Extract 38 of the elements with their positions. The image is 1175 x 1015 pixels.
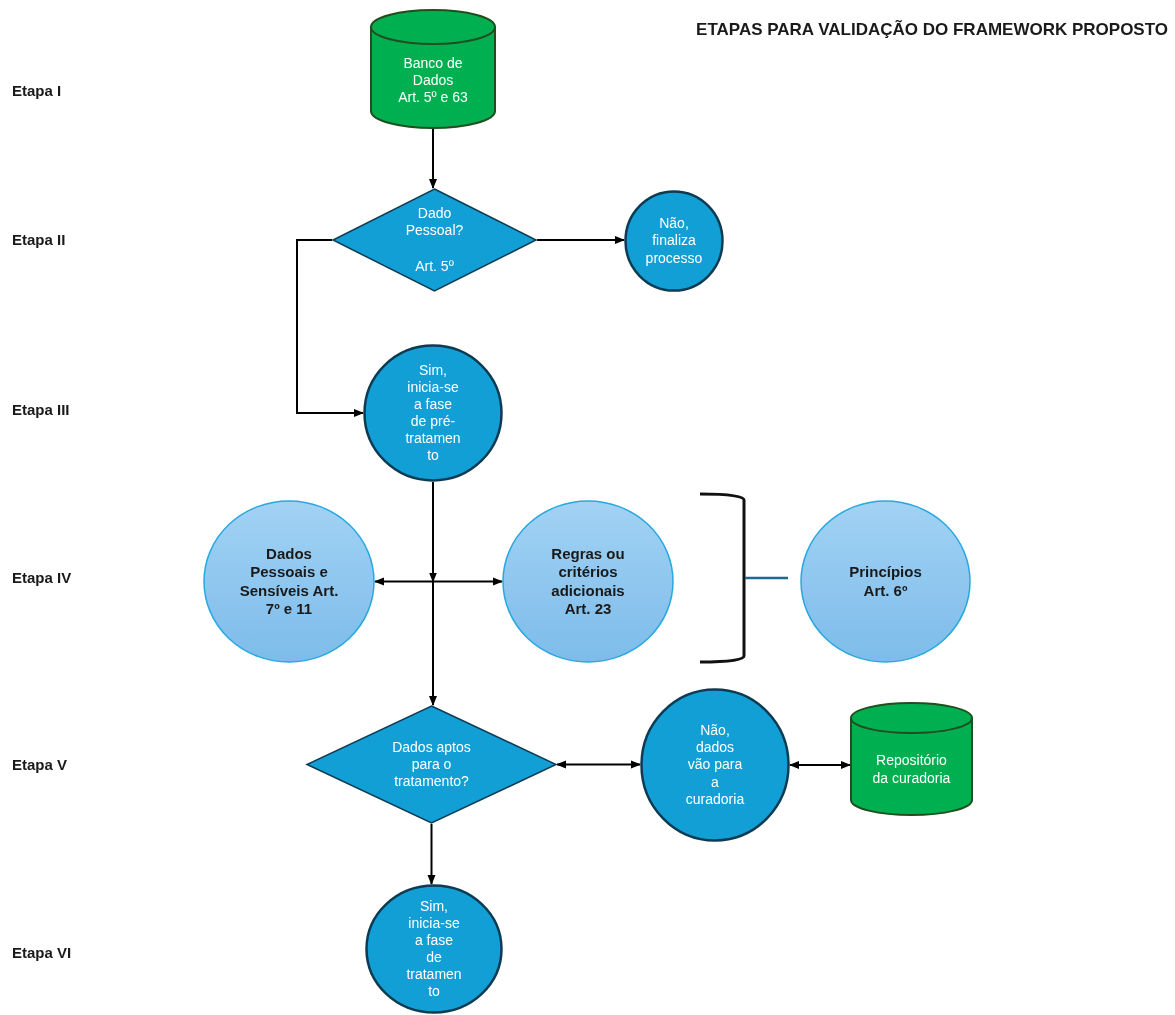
stage-label: Etapa I <box>12 82 62 99</box>
process-circle <box>640 688 790 842</box>
node-text: Regras ou critérios adicionais Art. 23 <box>550 544 626 619</box>
decision-diamond <box>306 705 557 824</box>
node-text: Banco de Dados <box>402 55 464 90</box>
decision-diamond <box>332 188 537 292</box>
node-text: Repositório da curadoria <box>871 752 952 787</box>
diagram-title: ETAPAS PARA VALIDAÇÃO DO FRAMEWORK PROPOSTO <box>696 20 1168 40</box>
arrow <box>789 761 851 769</box>
node-text: Dados Pessoais e Sensíveis Art. 7º e 11 <box>238 544 340 619</box>
node-text: Sim, inicia-se a fase de pré- tratamen to <box>404 361 462 465</box>
database-cylinder <box>850 703 973 815</box>
arrow <box>536 236 625 244</box>
process-circle <box>363 344 503 482</box>
process-circle <box>203 500 375 663</box>
node-text: Não, finaliza processo <box>644 215 704 267</box>
process-circle <box>800 500 971 663</box>
arrow <box>429 481 437 706</box>
process-circle <box>624 190 724 292</box>
node-text: Dados aptos para o tratamento? <box>391 738 472 791</box>
node-text: Dado Pessoal? <box>404 205 465 240</box>
stage-label: Etapa IV <box>12 569 72 586</box>
arrow <box>556 760 641 769</box>
node-text: Art. 5º <box>415 257 454 275</box>
arrow <box>427 823 436 885</box>
node-text: Não, dados vão para a curadoria <box>684 722 746 808</box>
node-text: Art. 5º e 63 <box>398 89 468 107</box>
stage-label: Etapa V <box>12 756 68 773</box>
stage-label: Etapa VI <box>12 944 72 961</box>
database-cylinder <box>370 10 496 128</box>
process-circle <box>365 884 503 1014</box>
stage-label: Etapa III <box>12 401 70 418</box>
arrow <box>296 239 364 417</box>
process-circle <box>502 500 674 663</box>
node-text: Sim, inicia-se a fase de tratamen to <box>405 897 463 1001</box>
arrow <box>429 127 437 189</box>
stage-label: Etapa II <box>12 231 66 248</box>
node-text: Princípios Art. 6º <box>848 563 923 600</box>
